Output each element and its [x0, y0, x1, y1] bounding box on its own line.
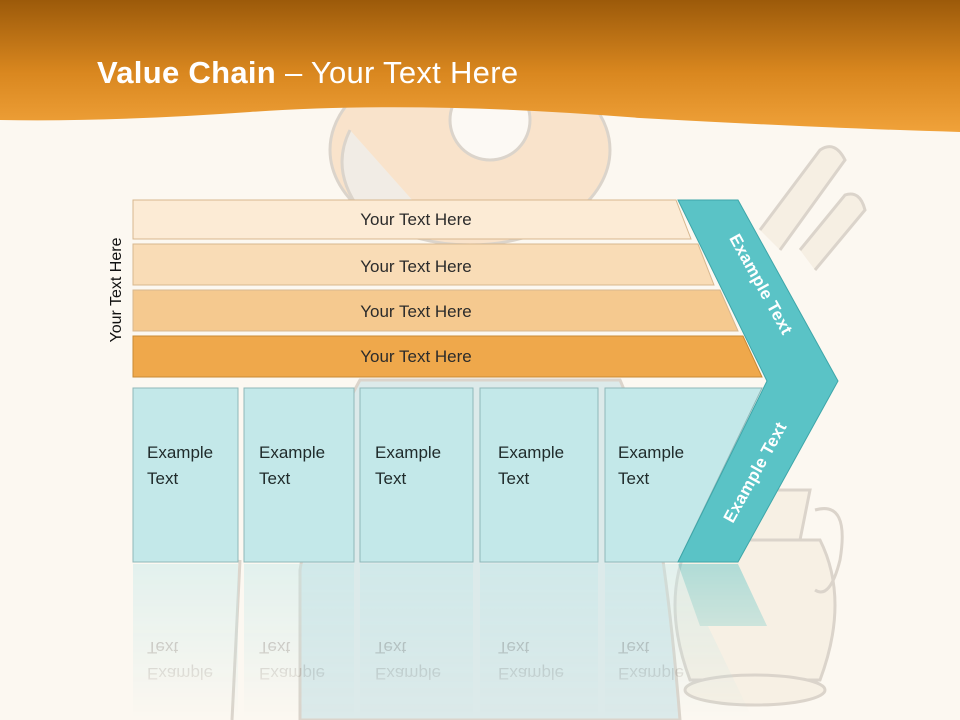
column-3-line1: Example [375, 443, 441, 462]
column-3-box [359, 387, 474, 563]
column-4-line1: Example [498, 443, 564, 462]
column-4-line2: Text [498, 469, 529, 488]
reflection-col-2-line2: Text [259, 638, 290, 657]
row-4-bar [132, 335, 763, 378]
column-1-box [132, 387, 239, 563]
header-banner [0, 0, 960, 132]
margin-arrow-shape [677, 199, 839, 563]
side-label: Your Text Here [108, 237, 125, 342]
title-rest: – Your Text Here [276, 55, 519, 90]
column-5-line1: Example [618, 443, 684, 462]
row-1-bar [132, 199, 692, 240]
reflection-col-5-line2: Text [618, 638, 649, 657]
support-rows: Your Text Here Your Text Here Your Text … [132, 199, 763, 378]
reflection-col-2-line1: Example [259, 664, 325, 683]
column-3-line2: Text [375, 469, 406, 488]
title-bold: Value Chain [97, 55, 277, 90]
column-1-line1: Example [147, 443, 213, 462]
column-3: Example Text [359, 387, 474, 563]
reflection-col-3-line1: Example [375, 664, 441, 683]
column-2-line2: Text [259, 469, 290, 488]
row-1-label: Your Text Here [360, 210, 472, 229]
row-4-label: Your Text Here [360, 347, 472, 366]
row-2: Your Text Here [132, 243, 715, 286]
reflection-col-1-line1: Example [147, 664, 213, 683]
column-2-box [243, 387, 355, 563]
reflection-col-4-line1: Example [498, 664, 564, 683]
reflection-col-5-line1: Example [618, 664, 684, 683]
row-4: Your Text Here [132, 335, 763, 378]
row-1: Your Text Here [132, 199, 692, 240]
row-2-bar [132, 243, 715, 286]
primary-columns: Example Text Example Text Example Text E… [132, 387, 763, 563]
column-2-line1: Example [259, 443, 325, 462]
row-3-bar [132, 289, 739, 332]
slide-title: Value Chain – Your Text Here [97, 55, 518, 91]
row-3-label: Your Text Here [360, 302, 472, 321]
reflection-col-3-line2: Text [375, 638, 406, 657]
column-2: Example Text [243, 387, 355, 563]
column-1-line2: Text [147, 469, 178, 488]
column-5-line2: Text [618, 469, 649, 488]
column-4: Example Text [479, 387, 599, 563]
reflection-col-1-line2: Text [147, 638, 178, 657]
column-4-box [479, 387, 599, 563]
row-3: Your Text Here [132, 289, 739, 332]
reflection-col-4-line2: Text [498, 638, 529, 657]
row-2-label: Your Text Here [360, 257, 472, 276]
column-5: Example Text [604, 387, 763, 563]
diagram-reflection: Example Text Example Text Example Text E… [133, 564, 767, 720]
column-1: Example Text [132, 387, 239, 563]
